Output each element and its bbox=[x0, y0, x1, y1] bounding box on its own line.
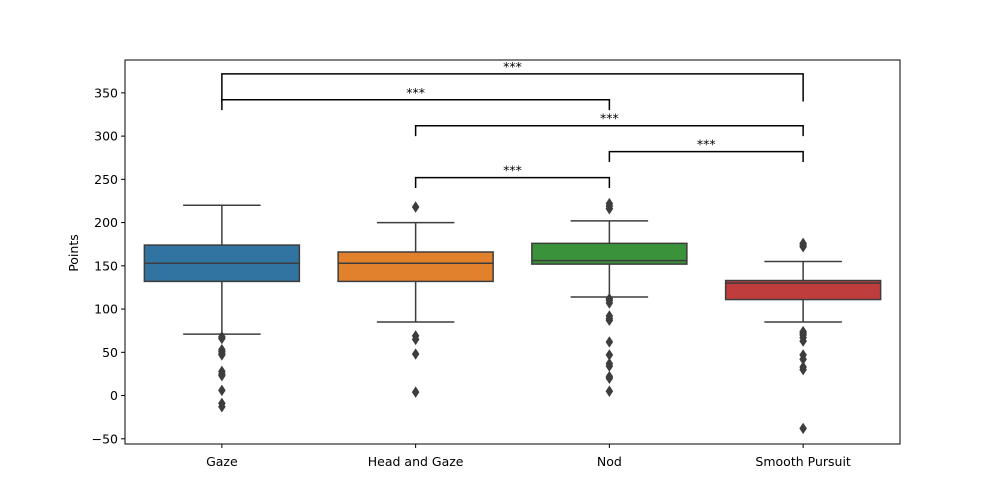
outlier-point bbox=[605, 385, 614, 397]
significance-bracket bbox=[414, 124, 804, 137]
significance-bracket bbox=[221, 99, 611, 111]
x-tick-label: Head and Gaze bbox=[368, 454, 464, 469]
outlier-point bbox=[605, 336, 614, 348]
outlier-point bbox=[411, 201, 420, 213]
x-tick-label: Nod bbox=[597, 454, 622, 469]
outlier-point bbox=[411, 386, 420, 398]
significance-label: *** bbox=[406, 85, 425, 100]
outlier-point bbox=[218, 401, 226, 413]
box-nod bbox=[531, 242, 688, 265]
y-tick-label: 300 bbox=[94, 129, 118, 144]
x-tick-label: Gaze bbox=[206, 454, 238, 469]
x-tick-label: Smooth Pursuit bbox=[755, 454, 850, 469]
box-smooth-pursuit bbox=[724, 279, 882, 301]
outlier-point bbox=[799, 241, 807, 253]
significance-bracket bbox=[221, 73, 804, 102]
outlier-point bbox=[605, 297, 614, 309]
significance-bracket bbox=[414, 176, 611, 188]
outlier-point bbox=[799, 335, 807, 347]
outlier-point bbox=[218, 332, 226, 345]
outlier-point bbox=[411, 333, 420, 346]
y-axis-label: Points bbox=[66, 234, 81, 272]
plot-frame bbox=[124, 59, 901, 445]
outlier-point bbox=[605, 372, 614, 384]
outlier-point bbox=[411, 348, 420, 360]
outlier-point bbox=[218, 369, 226, 382]
y-tick-label: 250 bbox=[94, 172, 118, 187]
outlier-point bbox=[218, 349, 226, 361]
significance-label: *** bbox=[503, 163, 522, 178]
significance-bracket bbox=[608, 150, 804, 163]
y-tick-label: 150 bbox=[94, 258, 118, 273]
y-tick-label: 350 bbox=[94, 85, 118, 100]
outlier-point bbox=[605, 314, 614, 327]
significance-label: *** bbox=[697, 137, 716, 152]
y-tick-label: −50 bbox=[92, 431, 118, 446]
box-head-and-gaze bbox=[337, 251, 494, 283]
outlier-point bbox=[605, 203, 614, 215]
outlier-point bbox=[799, 422, 807, 435]
outlier-point bbox=[218, 384, 226, 397]
y-tick-label: 0 bbox=[110, 388, 118, 403]
y-tick-label: 50 bbox=[102, 345, 118, 360]
significance-label: *** bbox=[600, 111, 619, 126]
y-tick-label: 100 bbox=[94, 302, 118, 317]
significance-label: *** bbox=[503, 59, 522, 74]
outlier-point bbox=[799, 363, 807, 376]
y-tick-label: 200 bbox=[94, 215, 118, 230]
